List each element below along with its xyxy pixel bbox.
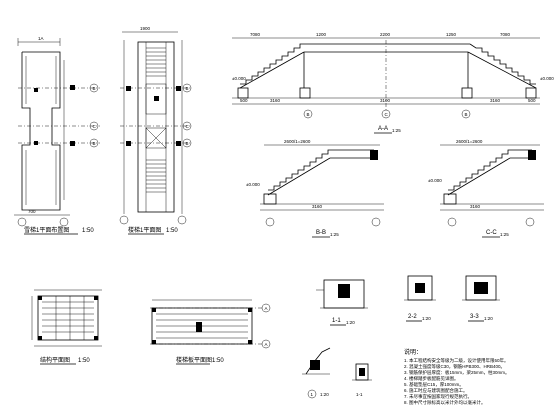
column-mark bbox=[70, 85, 75, 90]
view-scale: 1:20 bbox=[346, 320, 355, 325]
axis-label: B bbox=[186, 141, 189, 146]
column-mark bbox=[34, 88, 38, 92]
view-title: 1-1 bbox=[332, 318, 341, 324]
section-cc: 2600/1=2600 3160 ±0.000 C-C 1:25 bbox=[428, 139, 544, 238]
axis-label: A bbox=[265, 306, 268, 311]
view-scale: 1:50 bbox=[212, 358, 224, 364]
section-aa: 7080 1200 2200 1250 7080 500 3160 3100 3… bbox=[232, 32, 554, 134]
view-title: 3-3 bbox=[470, 314, 479, 320]
view-title: A-A bbox=[378, 126, 388, 132]
view-scale: 1:50 bbox=[78, 358, 90, 364]
plan-mid: 1900 bbox=[119, 26, 192, 235]
view-title: 2-2 bbox=[408, 314, 417, 320]
dim: 2600/1=2600 bbox=[284, 139, 311, 144]
axis-label: B bbox=[307, 112, 310, 117]
detail-5: 1-1 bbox=[352, 363, 372, 397]
stair-treads-bottom bbox=[146, 159, 166, 193]
view-title: 1-1 bbox=[356, 392, 363, 397]
axis-label: C bbox=[385, 112, 389, 117]
note-line: 7. 未尽事宜按国家现行规范执行。 bbox=[404, 393, 472, 400]
axis-label: A bbox=[265, 342, 268, 347]
note-line: 5. 基础垫层C15，厚100mm。 bbox=[404, 381, 464, 388]
view-title: 楼梯板平面图 bbox=[176, 356, 212, 364]
axis-label: C bbox=[93, 124, 97, 129]
view-scale: 1:50 bbox=[166, 228, 178, 234]
view-scale: 1:20 bbox=[320, 392, 329, 397]
stair-treads-top bbox=[146, 47, 166, 77]
dim: 500 bbox=[240, 98, 248, 103]
dim: 7080 bbox=[250, 32, 261, 37]
notes-block: 说明： 1. 本工程结构安全等级为二级，设计使用年限50年。 2. 混凝土强度等… bbox=[404, 348, 510, 406]
view-scale: 1:25 bbox=[330, 232, 339, 237]
axis-label: C bbox=[186, 124, 190, 129]
plan-left: 1A B C B 700 雪梯1平面布置图 1:50 bbox=[14, 36, 100, 235]
view-scale: 1:20 bbox=[422, 316, 431, 321]
view-title: 结构平面图 bbox=[40, 356, 70, 364]
axis-label: B bbox=[465, 112, 468, 117]
dim: 3160 bbox=[490, 98, 501, 103]
column-mark bbox=[70, 141, 75, 146]
view-title: 1 bbox=[311, 392, 314, 397]
dim: 3100 bbox=[380, 98, 391, 103]
axis-label: B bbox=[186, 86, 189, 91]
detail-4: 1 1:20 bbox=[302, 347, 331, 399]
notes-title: 说明： bbox=[404, 348, 422, 356]
dim: 3160 bbox=[270, 98, 281, 103]
dim: 2200 bbox=[380, 32, 391, 37]
axis-label: B bbox=[93, 141, 96, 146]
note-line: 2. 混凝土强度等级C30，钢筋HPB300、HRB400。 bbox=[404, 363, 505, 370]
dim: 2600/1=2600 bbox=[456, 139, 483, 144]
note-line: 6. 施工时应与建筑图配合施工。 bbox=[404, 387, 468, 394]
mid-plan-top-dim: 1900 bbox=[140, 26, 151, 31]
view-scale: 1:25 bbox=[500, 232, 509, 237]
view-title: 雪梯1平面布置图 bbox=[24, 226, 69, 234]
left-plan-bottom-dim: 700 bbox=[28, 209, 36, 214]
view-title: B-B bbox=[316, 230, 326, 236]
note-line: 3. 钢筋保护层厚度：板15mm，梁25mm，柱30mm。 bbox=[404, 369, 510, 376]
elevation: ±0.000 bbox=[246, 182, 260, 187]
elevation: ±0.000 bbox=[428, 178, 442, 183]
view-scale: 1:20 bbox=[484, 316, 493, 321]
dim: 1250 bbox=[446, 32, 457, 37]
dim: 500 bbox=[528, 98, 536, 103]
plan-bottom-left: 结构平面图 1:50 bbox=[31, 289, 102, 365]
note-line: 1. 本工程结构安全等级为二级，设计使用年限50年。 bbox=[404, 357, 509, 364]
elevation: ±0.000 bbox=[232, 76, 246, 81]
plan-bottom-mid: A A 楼梯板平面图 1:50 bbox=[150, 299, 271, 365]
dim: 7080 bbox=[500, 32, 511, 37]
dim: 1200 bbox=[316, 32, 327, 37]
elevation: ±0.000 bbox=[540, 76, 554, 81]
axis-label: B bbox=[93, 86, 96, 91]
left-plan-top-dim: 1A bbox=[38, 36, 44, 41]
detail-2: 2-2 1:20 bbox=[404, 275, 436, 322]
detail-1: 1-1 1:20 bbox=[316, 279, 368, 326]
slab-lines bbox=[42, 296, 94, 340]
dim: 3160 bbox=[470, 204, 481, 209]
view-title: 楼梯1平面图 bbox=[128, 226, 161, 234]
detail-3: 3-3 1:20 bbox=[462, 275, 500, 322]
view-scale: 1:50 bbox=[82, 228, 94, 234]
dim: 3160 bbox=[312, 204, 323, 209]
view-scale: 1:25 bbox=[392, 128, 401, 133]
section-bb: 2600/1=2600 3160 ±0.000 B-B 1:25 bbox=[246, 139, 384, 238]
note-line: 4. 楼梯踏步板配筋见详图。 bbox=[404, 375, 459, 382]
view-title: C-C bbox=[486, 230, 497, 236]
note-line: 8. 图中尺寸除标高以米计外均以毫米计。 bbox=[404, 399, 486, 406]
